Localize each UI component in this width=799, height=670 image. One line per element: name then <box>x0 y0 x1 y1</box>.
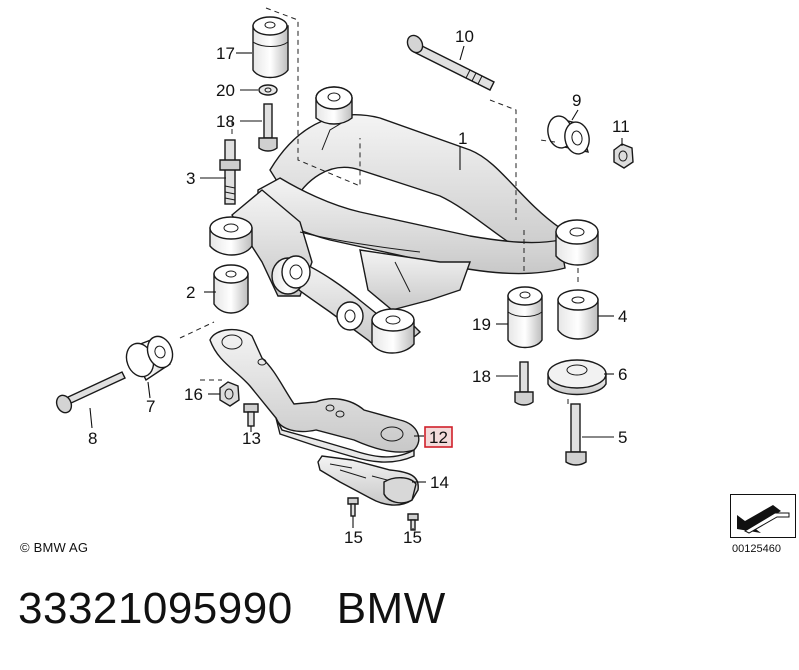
stud-3 <box>219 139 241 205</box>
callout-18-lower: 18 <box>472 367 491 386</box>
rubber-bush-2 <box>213 264 249 314</box>
bolt-8 <box>55 371 126 414</box>
callout-6: 6 <box>618 365 627 384</box>
callout-5: 5 <box>618 428 627 447</box>
strut-brace-12 <box>209 329 420 463</box>
rubber-mount-17 <box>252 16 289 79</box>
rear-subframe <box>209 86 599 354</box>
callout-labels: 1 2 3 4 5 6 7 8 9 10 11 12 13 14 15 15 1… <box>88 27 630 547</box>
nut-11 <box>613 143 634 169</box>
part-number: 33321095990 <box>18 584 293 633</box>
callout-13: 13 <box>242 429 261 448</box>
bolt-18-upper <box>258 103 278 152</box>
callout-16: 16 <box>184 385 203 404</box>
copyright-text: © BMW AG <box>20 540 89 555</box>
bolt-5 <box>565 403 587 466</box>
nut-16 <box>219 381 240 407</box>
screw-15-left <box>347 497 359 517</box>
callout-8: 8 <box>88 429 97 448</box>
bolt-10 <box>406 34 495 91</box>
washer-20 <box>258 84 278 96</box>
assembly-lines <box>179 7 579 404</box>
rubber-mount-19 <box>507 286 543 349</box>
arrow-icon <box>737 505 790 534</box>
callout-12-highlight <box>424 426 453 448</box>
part-number-line: 33321095990 BMW <box>18 584 446 634</box>
leader-lines <box>89 45 623 530</box>
callout-3: 3 <box>186 169 195 188</box>
bolt-13 <box>243 403 259 427</box>
callout-9: 9 <box>572 91 581 110</box>
callout-19: 19 <box>472 315 491 334</box>
callout-12: 12 <box>429 428 448 447</box>
callout-15-right: 15 <box>403 528 422 547</box>
callout-18-upper: 18 <box>216 112 235 131</box>
callout-1: 1 <box>458 129 467 148</box>
callout-2: 2 <box>186 283 195 302</box>
brand-name: BMW <box>336 584 446 633</box>
rubber-bush-7 <box>125 335 174 382</box>
callout-15-left: 15 <box>344 528 363 547</box>
callout-10: 10 <box>455 27 474 46</box>
image-code: 00125460 <box>732 543 781 555</box>
callout-7: 7 <box>146 397 155 416</box>
support-plate-6 <box>547 359 607 396</box>
view-arrow-box <box>730 494 796 538</box>
rubber-bush-4 <box>557 289 599 340</box>
callout-4: 4 <box>618 307 627 326</box>
callout-11: 11 <box>612 117 630 136</box>
rubber-bush-9 <box>547 115 590 155</box>
cover-plate-14 <box>317 455 419 506</box>
callout-17: 17 <box>216 44 235 63</box>
callout-14: 14 <box>430 473 449 492</box>
bolt-18-lower <box>514 361 534 406</box>
callout-20: 20 <box>216 81 235 100</box>
